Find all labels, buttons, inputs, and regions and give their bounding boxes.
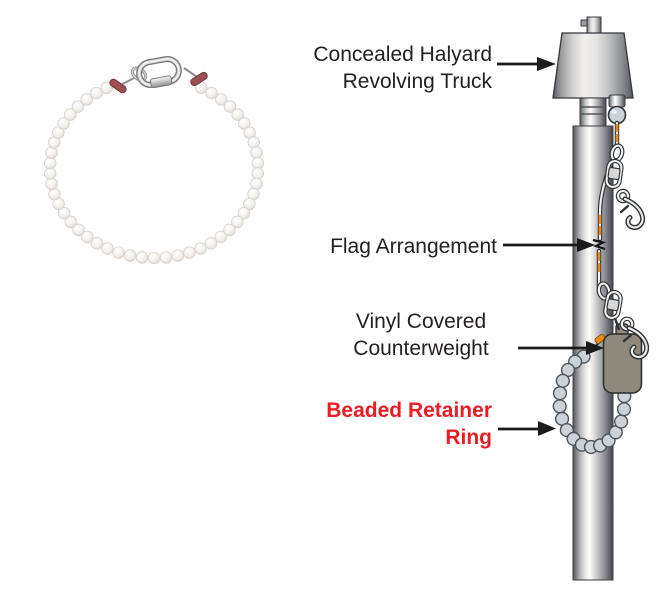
bead <box>250 146 263 159</box>
photo-crimp-left <box>109 78 127 94</box>
arrowhead-retainer-ring <box>538 421 556 436</box>
bead <box>251 156 265 170</box>
beaded-retainer-ring-photo <box>43 56 265 265</box>
bead <box>43 156 57 170</box>
bead <box>64 215 77 229</box>
bead <box>194 242 207 255</box>
bead <box>171 249 185 262</box>
bead <box>237 206 251 220</box>
label-line: Counterweight <box>353 337 489 360</box>
label-counterweight: Vinyl Covered Counterweight <box>321 308 521 362</box>
flag-attachment-break <box>592 238 607 251</box>
bead <box>205 86 218 100</box>
bead <box>552 399 567 414</box>
label-line: Ring <box>445 426 492 449</box>
bead <box>223 223 236 237</box>
bead <box>243 197 256 211</box>
bead <box>135 251 149 264</box>
bead <box>223 100 237 113</box>
flagpole-illustration <box>497 16 650 581</box>
bead <box>45 146 58 159</box>
bead <box>215 93 228 106</box>
bead <box>101 242 114 255</box>
label-line: Concealed Halyard <box>313 43 492 66</box>
ball-highlight <box>611 110 617 114</box>
truck-spindle <box>586 16 602 35</box>
photo-crimp-right <box>190 71 208 87</box>
truck-spindle-nub <box>580 19 588 27</box>
label-line: Beaded Retainer <box>326 399 492 422</box>
truck-collar <box>579 97 607 129</box>
bead <box>72 223 85 237</box>
bead <box>147 251 161 265</box>
bead <box>555 373 570 388</box>
arrowhead-flag <box>577 238 595 252</box>
bead <box>552 386 568 401</box>
label-beaded-retainer-ring: Beaded Retainer Ring <box>280 397 492 451</box>
bead <box>204 237 218 250</box>
photo-quick-link <box>136 56 182 89</box>
bead <box>90 237 104 250</box>
bead <box>616 402 632 417</box>
label-line: Flag Arrangement <box>330 235 497 258</box>
bead <box>214 230 227 244</box>
bead <box>231 108 244 121</box>
bead <box>112 246 125 259</box>
bead <box>100 81 114 95</box>
bead <box>57 206 71 220</box>
bead <box>45 177 58 191</box>
flag-snap-upper <box>604 143 646 230</box>
bead <box>123 249 137 262</box>
bead <box>247 136 261 149</box>
arrowhead-counterweight <box>586 341 604 355</box>
bead <box>64 108 77 121</box>
bead <box>81 230 94 244</box>
label-flag-arrangement: Flag Arrangement <box>280 233 497 260</box>
bead <box>183 246 196 259</box>
flag-snap-lower <box>596 281 650 360</box>
arrowhead-truck <box>537 57 556 71</box>
callout-arrows <box>497 57 604 436</box>
chain-ring-crimp <box>594 333 606 345</box>
revolving-truck <box>552 32 634 99</box>
bead <box>43 167 57 180</box>
bead <box>71 100 85 113</box>
bead <box>251 167 265 180</box>
bead <box>231 215 244 229</box>
label-line: Vinyl Covered <box>355 310 487 333</box>
bead <box>80 93 93 106</box>
bead <box>90 86 103 100</box>
bead <box>52 126 65 139</box>
photo-bead-ring <box>43 81 265 265</box>
label-line: Revolving Truck <box>342 70 492 93</box>
bead <box>159 251 173 264</box>
bead <box>613 414 629 429</box>
bead <box>238 117 251 130</box>
halyard-outlet <box>608 94 626 108</box>
bead <box>57 117 70 130</box>
label-revolving-truck: Concealed Halyard Revolving Truck <box>280 41 492 95</box>
